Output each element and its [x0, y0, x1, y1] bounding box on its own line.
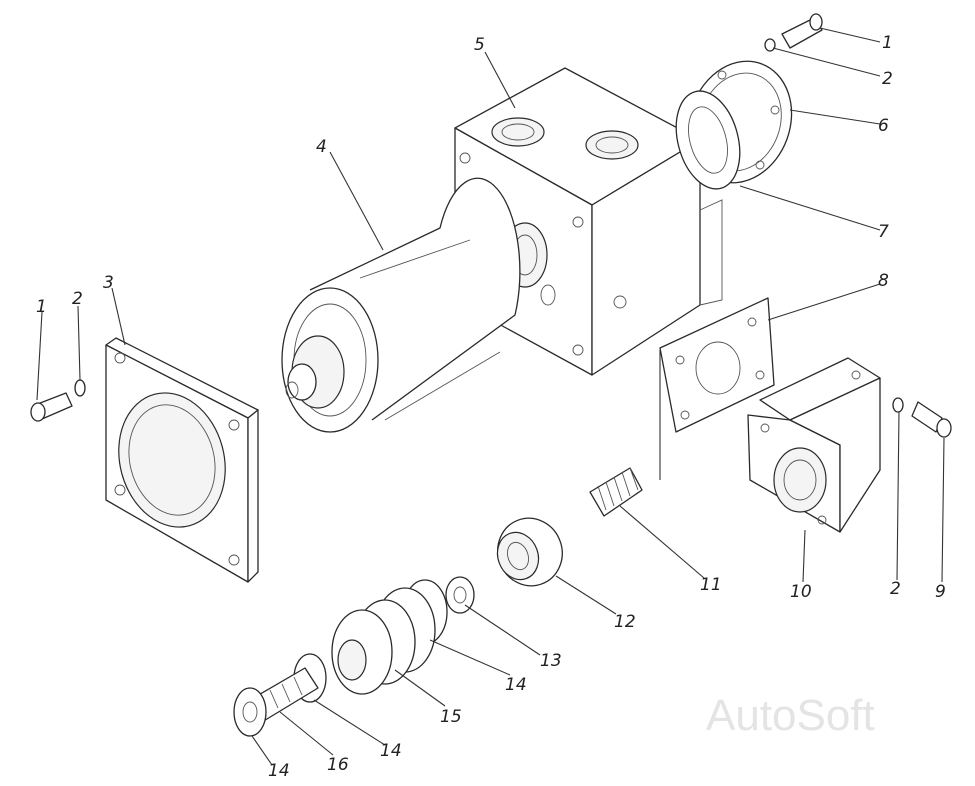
part-13-washer — [445, 576, 475, 614]
part-8-gasket-plate — [659, 297, 775, 433]
callout-6: 6 — [878, 116, 889, 136]
leader-lines — [36, 27, 945, 766]
callout-7: 7 — [878, 222, 889, 242]
part-2-washer-top — [764, 38, 776, 52]
callout-1-left: 1 — [36, 297, 47, 317]
part-15-gear-pack — [331, 587, 436, 695]
callout-2-top: 2 — [882, 69, 893, 89]
part-4-cylinder-body — [281, 177, 521, 433]
part-11-spring — [589, 467, 643, 517]
callout-14-b: 14 — [380, 741, 402, 761]
callout-5: 5 — [474, 35, 485, 55]
watermark: AutoSoft — [706, 691, 875, 740]
part-7-gasket-ring — [675, 90, 741, 190]
part-9-bolt-right — [911, 401, 952, 438]
callout-labels: 1 2 6 7 8 5 4 3 1 2 11 12 13 14 15 14 16… — [36, 33, 946, 781]
callout-13: 13 — [540, 651, 562, 671]
callout-2-left: 2 — [72, 289, 83, 309]
callout-9: 9 — [935, 582, 946, 602]
callout-4: 4 — [316, 137, 327, 157]
part-2-washer-right — [892, 397, 904, 413]
part-2-washer-left — [74, 379, 86, 397]
callout-3: 3 — [103, 273, 114, 293]
callout-14-a: 14 — [505, 675, 527, 695]
callout-12: 12 — [614, 612, 636, 632]
callout-1-top: 1 — [882, 33, 893, 53]
callout-14-c: 14 — [268, 761, 290, 781]
callout-15: 15 — [440, 707, 462, 727]
callout-2-right: 2 — [890, 579, 901, 599]
part-10-end-housing — [747, 357, 881, 533]
callout-16: 16 — [327, 755, 349, 775]
callout-10: 10 — [790, 582, 812, 602]
part-12-bushing — [496, 517, 563, 587]
part-14-disc-end — [233, 687, 267, 737]
part-1-bolt-left — [30, 392, 73, 422]
callout-11: 11 — [700, 575, 722, 595]
part-1-bolt-top — [781, 13, 823, 49]
callout-8: 8 — [878, 271, 889, 291]
part-3-square-flange — [105, 337, 259, 583]
